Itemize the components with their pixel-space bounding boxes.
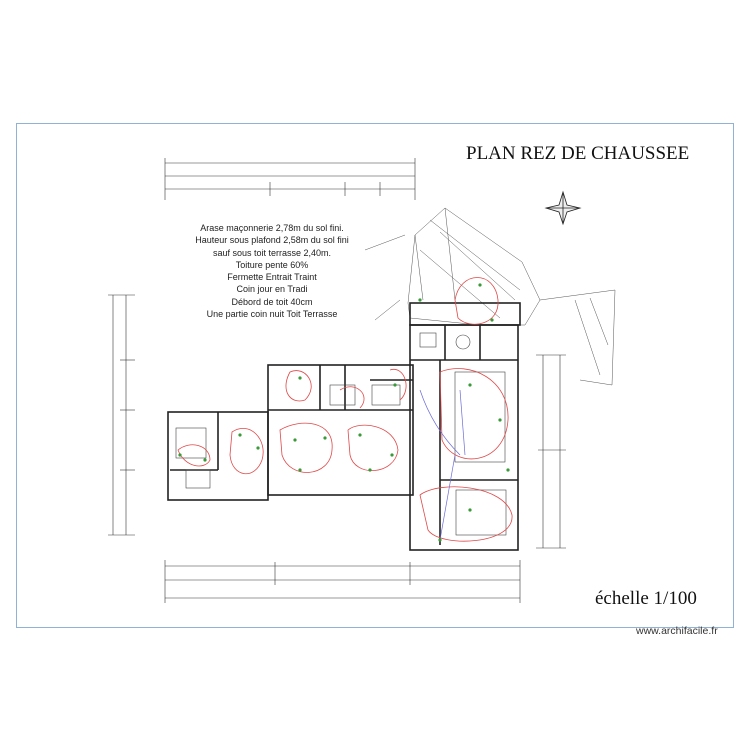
note-line: Débord de toit 40cm: [231, 296, 313, 307]
fixtures: [175, 332, 507, 536]
note-line: Arase maçonnerie 2,78m du sol fini.: [200, 223, 344, 233]
watermark-link[interactable]: www.archifacile.fr: [636, 625, 718, 637]
north-arrow-icon: [544, 190, 582, 226]
note-line: Hauteur sous plafond 2,58m du sol fini: [195, 235, 349, 246]
note-line: sauf sous toit terrasse 2,40m.: [212, 247, 332, 258]
scale-label: échelle 1/100: [595, 588, 697, 609]
top-dimension-lines: [164, 158, 416, 200]
electrical-wiring-blue: [419, 389, 466, 541]
sheet-frame: [16, 123, 734, 628]
building-walls: [167, 302, 521, 551]
note-line: Fermette Entrait Traint: [227, 272, 317, 283]
electrical-points: [178, 283, 510, 542]
electrical-wiring-red: [177, 277, 513, 542]
right-dimension-lines: [536, 354, 566, 549]
bottom-dimension-lines: [164, 560, 521, 603]
left-dimension-lines: [108, 294, 135, 536]
note-line: Coin jour en Tradi: [236, 284, 308, 295]
note-line: Toiture pente 60%: [235, 259, 309, 270]
plan-title: PLAN REZ DE CHAUSSEE: [466, 143, 690, 164]
roof-terrace-outline: [364, 207, 616, 386]
note-line: Une partie coin nuit Toit Terrasse: [206, 309, 338, 320]
construction-notes: Arase maçonnerie 2,78m du sol fini. Haut…: [172, 222, 372, 320]
